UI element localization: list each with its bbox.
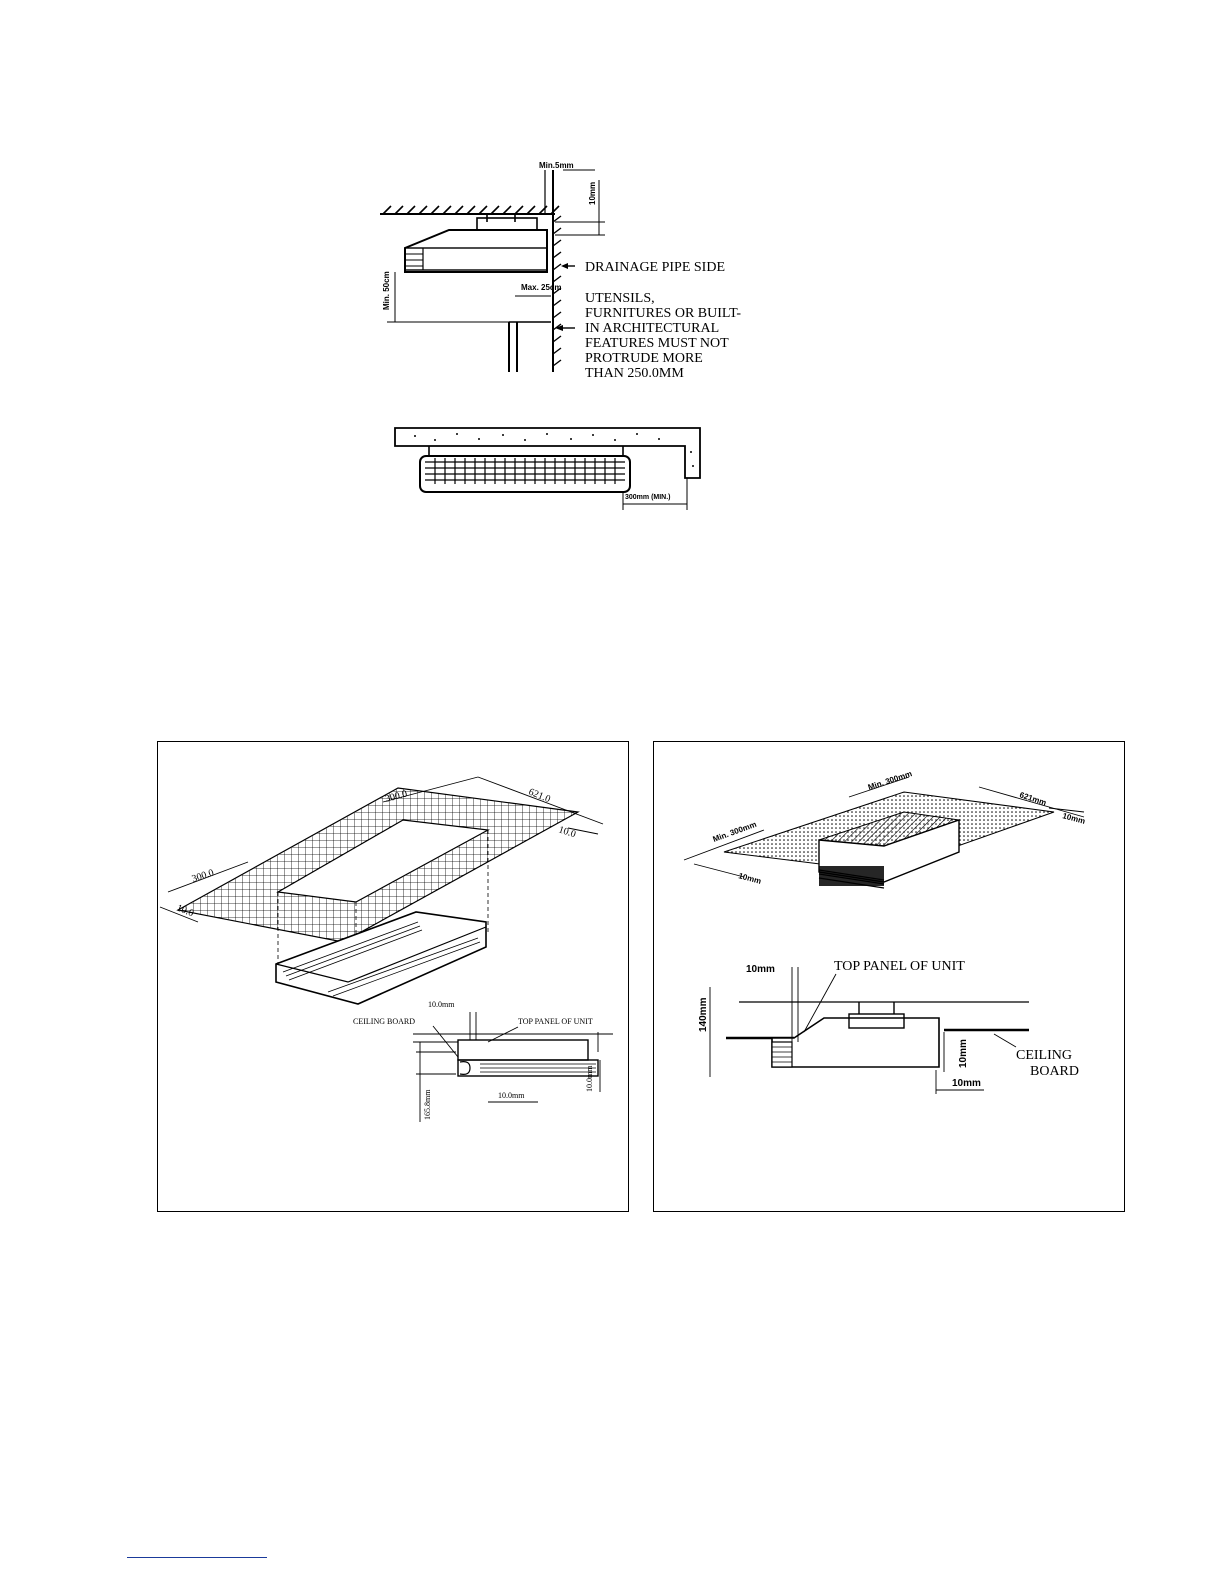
dim-10mm-vert-right: 10mm bbox=[958, 1039, 969, 1068]
ceiling-grid-board bbox=[176, 787, 580, 943]
svg-text:FURNITURES OR BUILT-: FURNITURES OR BUILT- bbox=[585, 306, 741, 321]
label-top-panel-right: TOP PANEL OF UNIT bbox=[834, 959, 965, 974]
dim-140mm: 140mm bbox=[698, 997, 709, 1032]
svg-text:THAN 250.0MM: THAN 250.0MM bbox=[585, 366, 684, 381]
unit-iso-view bbox=[275, 911, 487, 1005]
dim-10mm-bottom-left: 10.0mm bbox=[498, 1091, 525, 1100]
label-ceiling-right: CEILING bbox=[1016, 1048, 1072, 1063]
svg-text:IN ARCHITECTURAL: IN ARCHITECTURAL bbox=[585, 321, 719, 336]
ceiling-opening-diagram-left: 300.0 621.0 10.0 300.0 10.0 10.0mm CEILI… bbox=[159, 776, 613, 1122]
dim-min-300mm-left: Min. 300mm bbox=[712, 820, 758, 844]
dim-10mm-bottom-right: 10mm bbox=[952, 1078, 981, 1089]
footnote-rule bbox=[127, 1557, 267, 1558]
label-drainage-pipe-side: DRAINAGE PIPE SIDE bbox=[585, 260, 725, 275]
dim-10mm-top-left: 10.0mm bbox=[428, 1000, 455, 1009]
dim-10mm-left: 10mm bbox=[737, 871, 762, 886]
dim-min-300mm-top: Min. 300mm bbox=[867, 769, 913, 792]
side-clearance-diagram: 300mm (MIN.) bbox=[394, 427, 701, 510]
dim-165-8mm: 165.8mm bbox=[423, 1089, 432, 1120]
unit-section-left bbox=[457, 1039, 589, 1061]
label-board-right: BOARD bbox=[1030, 1064, 1079, 1079]
dim-10mm-right: 10mm bbox=[1061, 811, 1086, 826]
wall-clearance-diagram: Min.5mm 10mm DRAINAGE PIPE SIDE Min. 50c… bbox=[380, 161, 741, 381]
protrusion-note: UTENSILS, FURNITURES OR BUILT- IN ARCHIT… bbox=[585, 291, 741, 381]
label-top-panel-left: TOP PANEL OF UNIT bbox=[518, 1017, 593, 1026]
dim-10-right: 10.0 bbox=[557, 824, 577, 840]
dim-10mm-top-right: 10mm bbox=[746, 964, 775, 975]
dim-10mm-side-left: 10.0mm bbox=[585, 1065, 594, 1092]
dim-621mm: 621mm bbox=[1018, 790, 1047, 807]
unit-section-right bbox=[771, 1017, 940, 1068]
svg-text:FEATURES MUST NOT: FEATURES MUST NOT bbox=[585, 336, 729, 351]
svg-text:PROTRUDE MORE: PROTRUDE MORE bbox=[585, 351, 703, 366]
ceiling-opening-diagram-right: Min. 300mm 621mm 10mm Min. 300mm 10mm 10… bbox=[683, 769, 1086, 1094]
dim-621: 621.0 bbox=[527, 787, 552, 806]
label-ceiling-board-left: CEILING BOARD bbox=[353, 1017, 415, 1026]
dim-min5mm: Min.5mm bbox=[539, 161, 574, 170]
dim-10mm-top: 10mm bbox=[588, 182, 597, 205]
unit-body bbox=[404, 229, 548, 273]
concrete-slab bbox=[394, 427, 701, 479]
svg-text:UTENSILS,: UTENSILS, bbox=[585, 291, 655, 306]
dim-300-left: 300.0 bbox=[191, 867, 216, 884]
dim-min-50cm: Min. 50cm bbox=[382, 271, 391, 310]
dim-300mm-min: 300mm (MIN.) bbox=[625, 494, 671, 501]
dim-max-25cm: Max. 25cm bbox=[521, 283, 561, 292]
